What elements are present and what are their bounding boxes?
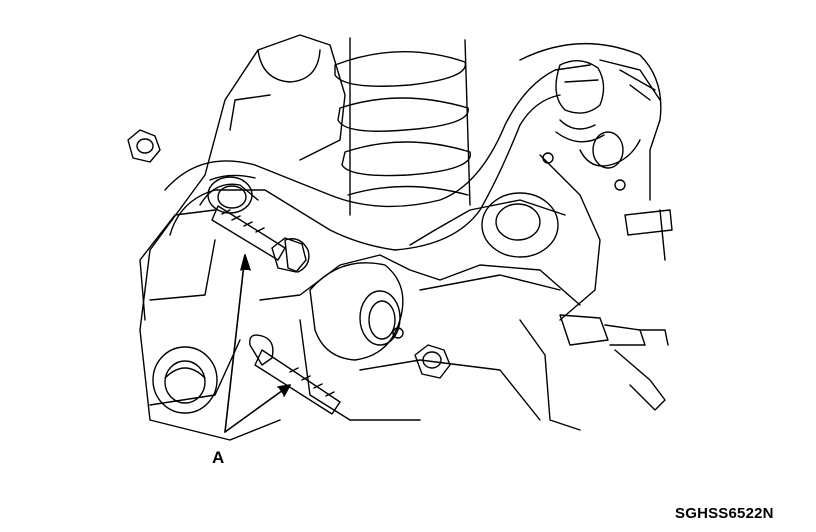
- lower-bushing: [309, 262, 404, 361]
- subframe-background: [139, 34, 346, 441]
- upper-bushing: [207, 176, 253, 214]
- figure-code: SGHSS6522N: [675, 505, 774, 522]
- upper-nut-on-bolt: [271, 237, 307, 273]
- upper-left-nut: [127, 129, 161, 163]
- upper-control-arm: [164, 64, 591, 251]
- upper-bolt: [211, 205, 310, 273]
- lower-bolt: [249, 334, 341, 415]
- steering-knuckle: [519, 43, 673, 321]
- stabilizer-link: [559, 314, 669, 411]
- callout-leader-lines: [224, 254, 291, 433]
- upper-ball-joint: [555, 60, 605, 143]
- lower-control-arm: [259, 192, 581, 431]
- callout-label-a: A: [212, 448, 225, 467]
- coil-spring: [334, 37, 471, 216]
- round-boss: [152, 346, 218, 414]
- lower-right-nut: [414, 344, 451, 379]
